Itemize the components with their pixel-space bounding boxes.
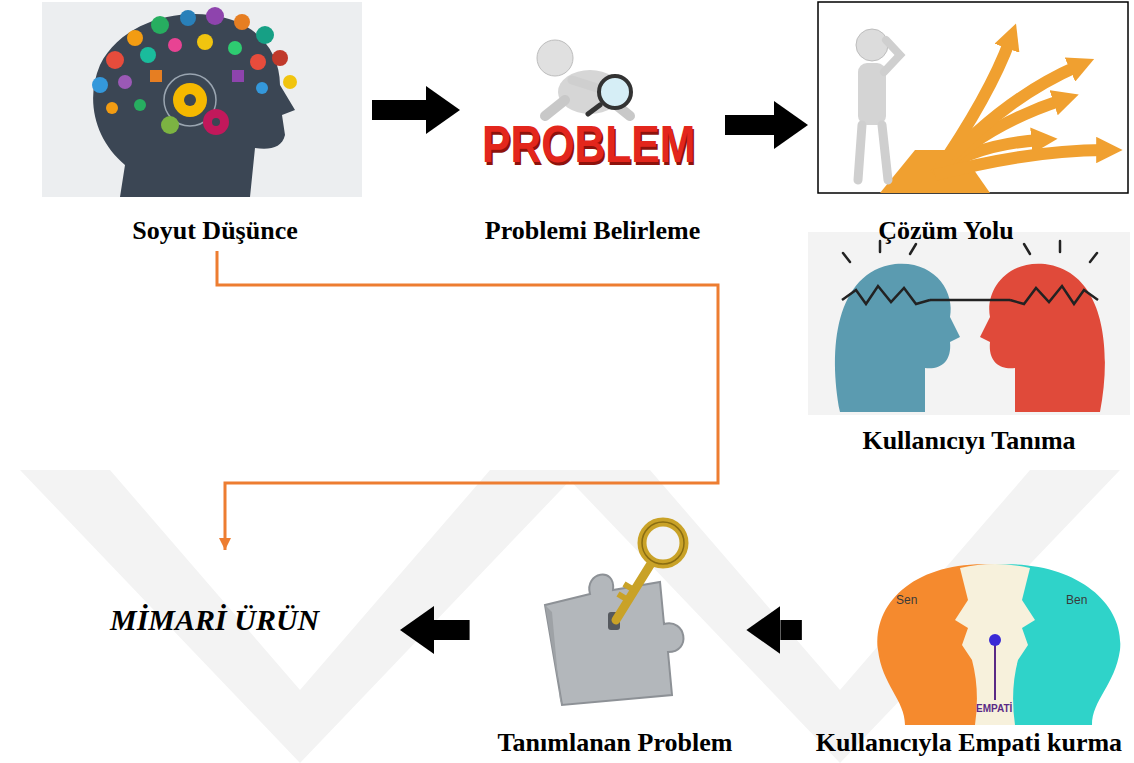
step-caption: Çözüm Yolu: [878, 216, 1014, 246]
problem-word: PROBLEM: [482, 116, 695, 173]
result-box: MİMARİ ÜRÜN: [95, 550, 380, 690]
block-arrow: [780, 620, 801, 640]
step-caption-box: Çözüm Yolu: [818, 2, 1130, 248]
head-label: Ben: [1066, 594, 1087, 607]
step-caption: Tanımlanan Problem: [498, 728, 733, 758]
label-holder: EMPATİ: [976, 703, 1012, 714]
magnifier-figure-picture: [537, 40, 631, 116]
step-caption-box: Soyut Düşünce: [42, 2, 362, 248]
step-caption-box: Kullanıcıyı Tanıma: [808, 232, 1130, 458]
label-holder: PROBLEM: [482, 116, 742, 173]
puzzle-key-picture: [545, 522, 684, 705]
step-caption-box: Tanımlanan Problem: [490, 515, 741, 760]
watermark: [20, 470, 1120, 763]
label-holder: Ben: [1066, 594, 1087, 607]
result-title: MİMARİ ÜRÜN: [110, 602, 319, 638]
step-caption: Soyut Düşünce: [132, 216, 297, 246]
empathy-heads-picture: [877, 564, 1120, 725]
step-caption: Problemi Belirleme: [485, 216, 700, 246]
block-arrow: [372, 100, 426, 120]
block-arrow: [434, 620, 470, 640]
step-caption: Kullanıcıyla Empati kurma: [816, 728, 1122, 758]
step-caption: Kullanıcıyı Tanıma: [862, 426, 1075, 456]
flow-line: [217, 251, 718, 550]
block-arrow: [725, 115, 774, 135]
thinking-head-picture: [42, 2, 362, 197]
step-caption-box: Kullanıcıyla Empati kurma: [808, 555, 1130, 760]
label-holder: Sen: [896, 594, 917, 607]
head-label: Sen: [896, 594, 917, 607]
two-heads-picture: [808, 232, 1130, 415]
empathy-label: EMPATİ: [976, 703, 1012, 714]
paths-choice-picture: [818, 2, 1128, 193]
